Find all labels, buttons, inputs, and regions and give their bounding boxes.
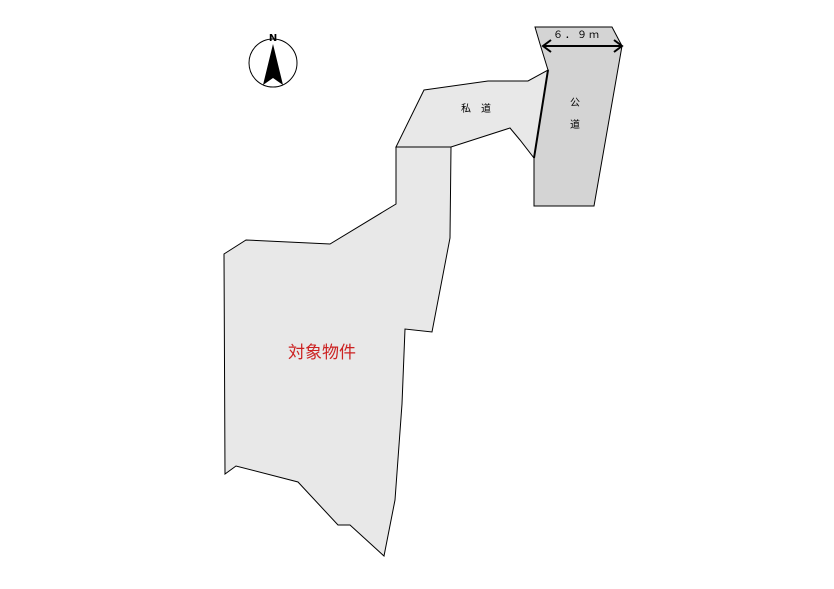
public-road-label-2: 道	[570, 118, 580, 131]
road-width-dimension: ６．９ｍ	[541, 30, 624, 53]
public-road-label-1: 公	[570, 98, 580, 109]
public-road-area	[533, 26, 623, 207]
road-width-label: ６．９ｍ	[553, 30, 601, 41]
north-compass-icon: N	[248, 33, 298, 88]
compass-north-label: N	[269, 33, 277, 44]
subject-property-label: 対象物件	[288, 343, 356, 363]
road-boundary-line	[533, 69, 549, 159]
private-road-label: 私 道	[461, 102, 491, 115]
subject-property-area	[223, 146, 452, 557]
